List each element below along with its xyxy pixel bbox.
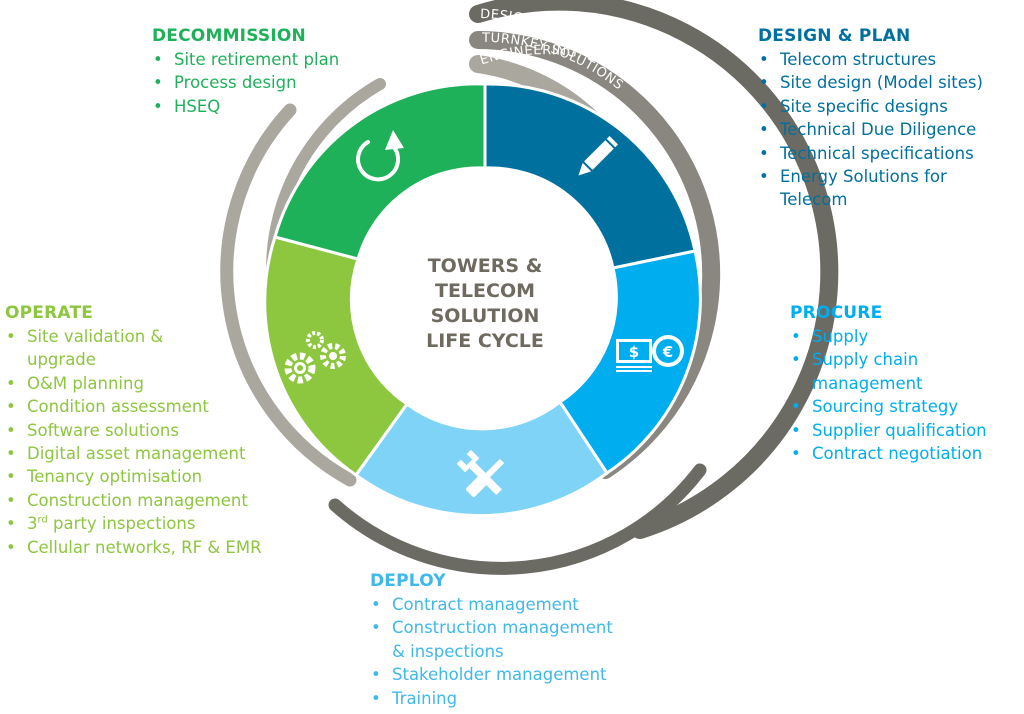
list-item: Site specific designs (758, 95, 983, 119)
list-item: Site design (Model sites) (758, 71, 983, 95)
third-party-text: party inspections (47, 514, 196, 534)
list-item: Contract negotiation (790, 442, 987, 466)
list-item: Digital asset management (5, 442, 262, 466)
list-item: Construction management (370, 616, 613, 640)
arc-bottom (328, 463, 707, 575)
procure-list: Supply Supply chain management Sourcing … (790, 325, 987, 466)
arc-design-supply (469, 0, 839, 539)
list-item: Process design (152, 71, 339, 95)
refresh-icon (356, 130, 404, 182)
list-item: Construction management (5, 489, 262, 513)
arc-left-light (220, 103, 357, 487)
decommission-list: Site retirement plan Process design HSEQ (152, 48, 339, 119)
list-item-continuation: Telecom (780, 190, 848, 210)
list-item-continuation: & inspections (392, 641, 504, 661)
list-item: O&M planning (5, 372, 262, 396)
list-item-continuation: upgrade (27, 350, 96, 370)
gears-icon (284, 331, 346, 384)
list-item: Site validation & (5, 325, 262, 349)
center-title-line-3: SOLUTION (431, 305, 540, 327)
design-plan-panel: DESIGN & PLAN Telecom structures Site de… (758, 26, 983, 212)
list-item: Supply (790, 325, 987, 349)
list-item: Cellular networks, RF & EMR (5, 536, 262, 560)
design-plan-list: Telecom structures Site design (Model si… (758, 48, 983, 212)
money-euro-icon: $ € (616, 335, 684, 372)
list-item: Telecom structures (758, 48, 983, 72)
list-item: Contract management (370, 593, 613, 617)
decommission-title: DECOMMISSION (152, 26, 306, 46)
segment-decommission (273, 82, 487, 261)
decommission-panel: DECOMMISSION Site retirement plan Proces… (152, 26, 339, 119)
center-title-line-2: TELECOM (435, 280, 535, 302)
operate-panel: OPERATE Site validation & upgrade O&M pl… (5, 303, 262, 559)
list-item: Training (370, 687, 613, 711)
list-item: Supplier qualification (790, 419, 987, 443)
list-item-continuation: management (812, 373, 923, 393)
list-item: Site retirement plan (152, 48, 339, 72)
center-title-line-4: LIFE CYCLE (426, 330, 544, 352)
list-item: Supply chain (790, 348, 987, 372)
procure-panel: PROCURE Supply Supply chain management S… (790, 303, 987, 466)
procure-title: PROCURE (790, 303, 883, 323)
operate-list: Site validation & upgrade O&M planning C… (5, 325, 262, 559)
list-item: Tenancy optimisation (5, 465, 262, 489)
design-plan-title: DESIGN & PLAN (758, 26, 911, 46)
list-item: Technical Due Diligence (758, 118, 983, 142)
tools-icon (456, 449, 505, 497)
center-title: TOWERS & TELECOM SOLUTION LIFE CYCLE (426, 255, 544, 352)
deploy-list: Contract management Construction managem… (370, 593, 613, 710)
list-item: Sourcing strategy (790, 395, 987, 419)
deploy-panel: DEPLOY Contract management Construction … (370, 571, 613, 710)
list-item-third-party: 3rd party inspections (5, 512, 262, 536)
svg-text:€: € (662, 343, 673, 361)
list-item: Software solutions (5, 419, 262, 443)
list-item: Energy Solutions for (758, 165, 983, 189)
list-item: Technical specifications (758, 142, 983, 166)
svg-text:$: $ (629, 343, 639, 361)
deploy-title: DEPLOY (370, 571, 446, 591)
segment-deploy (353, 399, 610, 518)
segment-design (483, 82, 697, 270)
list-item: Stakeholder management (370, 663, 613, 687)
list-item: Condition assessment (5, 395, 262, 419)
third-party-suffix: rd (37, 514, 48, 526)
center-title-line-1: TOWERS & (428, 255, 543, 277)
list-item: HSEQ (152, 95, 339, 119)
operate-title: OPERATE (5, 303, 94, 323)
third-party-number: 3 (27, 514, 38, 534)
